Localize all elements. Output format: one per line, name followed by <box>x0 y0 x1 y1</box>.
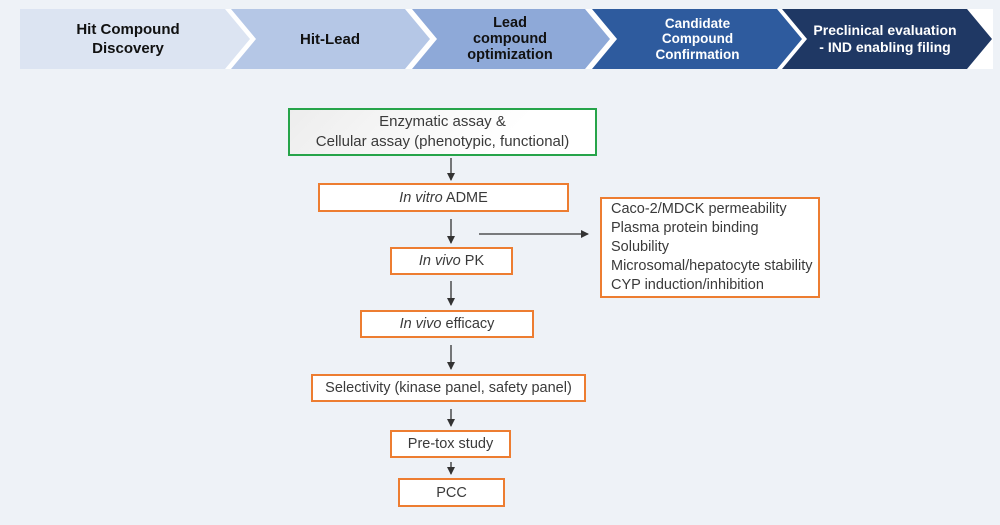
box-text: PK <box>460 253 485 269</box>
side-panel-item: Microsomal/hepatocyte stability <box>611 258 813 274</box>
stage-label-line: Lead <box>493 15 527 31</box>
box-pretox-study: Pre-tox study <box>390 430 511 458</box>
side-panel-item: Plasma protein binding <box>611 220 759 236</box>
chevron-stage-5 <box>782 9 992 69</box>
stage-label-line: Confirmation <box>655 46 740 62</box>
box-text: efficacy <box>441 316 495 332</box>
stage-label-line: - IND enabling filing <box>819 39 951 55</box>
stage-label-hit-lead: Hit-Lead <box>245 9 415 69</box>
box-text: PCC <box>436 484 467 501</box>
box-text-line: Cellular assay (phenotypic, functional) <box>315 133 570 150</box>
stage-label-line: Preclinical evaluation <box>813 22 957 38</box>
box-in-vivo-pk: In vivo PK <box>390 247 513 275</box>
box-in-vitro-adme: In vitro ADME <box>318 183 569 212</box>
stage-label-lead-compound-optimization: Lead compound optimization <box>425 9 595 69</box>
box-text: Selectivity (kinase panel, safety panel) <box>325 380 572 396</box>
box-in-vivo-efficacy: In vivo efficacy <box>360 310 534 338</box>
stage-label-line: compound <box>472 31 548 47</box>
box-text: Pre-tox study <box>407 436 494 452</box>
chevron-stage-3 <box>412 9 610 69</box>
stage-label-line: Compound <box>661 31 734 47</box>
chevron-stage-2 <box>231 9 430 69</box>
chevron-stage-4 <box>592 9 802 69</box>
chevron-stage-1 <box>20 9 250 69</box>
box-text-line: Enzymatic assay & <box>379 113 506 130</box>
stage-label-line: Discovery <box>92 40 164 57</box>
stage-label-preclinical-evaluation: Preclinical evaluation - IND enabling fi… <box>792 9 978 69</box>
stage-label-line: optimization <box>467 47 553 63</box>
stage-label-line: Candidate <box>664 15 731 31</box>
side-panel-item: Solubility <box>611 239 670 255</box>
box-enzymatic-cellular-assay: Enzymatic assay & Cellular assay (phenot… <box>288 108 597 156</box>
box-text-italic: In vitro <box>399 189 443 206</box>
stage-label-line: Hit-Lead <box>300 30 360 48</box>
side-panel-item: Caco-2/MDCK permeability <box>611 201 787 217</box>
box-text-italic: In vivo <box>418 253 461 269</box>
stage-label-candidate-compound-confirmation: Candidate Compound Confirmation <box>605 9 790 69</box>
box-text-italic: In vivo <box>399 316 442 332</box>
side-panel-item: CYP induction/inhibition <box>611 277 764 293</box>
box-text: ADME <box>442 189 488 206</box>
stage-label-line: Hit Compound <box>76 21 180 38</box>
box-pcc: PCC <box>398 478 505 507</box>
box-adme-assay-list: Caco-2/MDCK permeability Plasma protein … <box>600 197 820 298</box>
box-selectivity: Selectivity (kinase panel, safety panel) <box>311 374 586 402</box>
stage-label-hit-compound-discovery: Hit Compound Discovery <box>20 9 236 69</box>
pipeline-chevron-band <box>20 9 993 69</box>
